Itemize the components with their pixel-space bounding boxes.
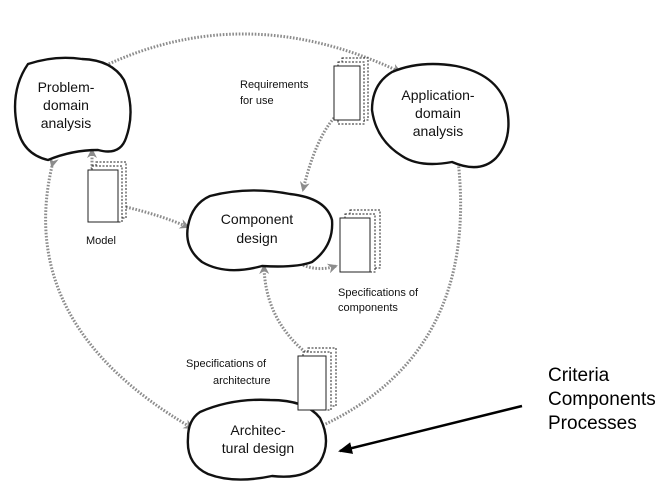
application-domain-label-3: analysis xyxy=(413,123,464,139)
spec-architecture-label-1: Specifications of xyxy=(186,358,267,370)
requirements-label-2: for use xyxy=(240,95,274,107)
component-design-label-1: Component xyxy=(221,211,293,227)
node-architectural-design: Architec- tural design xyxy=(186,398,328,481)
arrow-spec-architecture-component xyxy=(259,264,306,354)
spec-components-label-1: Specifications of xyxy=(338,287,419,299)
arrow-application-architectural xyxy=(315,151,463,430)
document-spec-architecture-icon xyxy=(297,347,337,411)
node-application-domain-analysis: Application- domain analysis xyxy=(370,62,510,169)
arrow-problem-architectural xyxy=(44,157,194,430)
arrow-model-component xyxy=(125,205,190,229)
spec-components-label-2: components xyxy=(338,302,398,314)
spec-architecture-label-2: architecture xyxy=(213,375,270,387)
problem-domain-label-2: domain xyxy=(43,97,89,113)
document-model-icon xyxy=(87,161,127,223)
document-spec-components-icon xyxy=(339,209,381,273)
pointer-arrow xyxy=(338,404,523,454)
side-item-processes: Processes xyxy=(548,413,637,434)
document-requirements-icon xyxy=(333,57,369,125)
application-domain-label-1: Application- xyxy=(401,87,474,103)
architectural-design-label-1: Architec- xyxy=(230,422,286,438)
application-domain-label-2: domain xyxy=(415,105,461,121)
side-item-components: Components xyxy=(548,389,656,410)
architectural-design-label-2: tural design xyxy=(222,440,294,456)
problem-domain-label-1: Problem- xyxy=(38,79,95,95)
model-label: Model xyxy=(86,235,116,247)
node-component-design: Component design xyxy=(186,189,334,272)
component-design-label-2: design xyxy=(236,230,277,246)
arrow-requirements-component xyxy=(300,117,336,192)
problem-domain-label-3: analysis xyxy=(41,115,92,131)
side-list: Criteria Components Processes xyxy=(548,365,656,434)
requirements-label-1: Requirements xyxy=(240,79,309,91)
node-problem-domain-analysis: Problem- domain analysis xyxy=(13,56,132,162)
side-item-criteria: Criteria xyxy=(548,365,610,386)
